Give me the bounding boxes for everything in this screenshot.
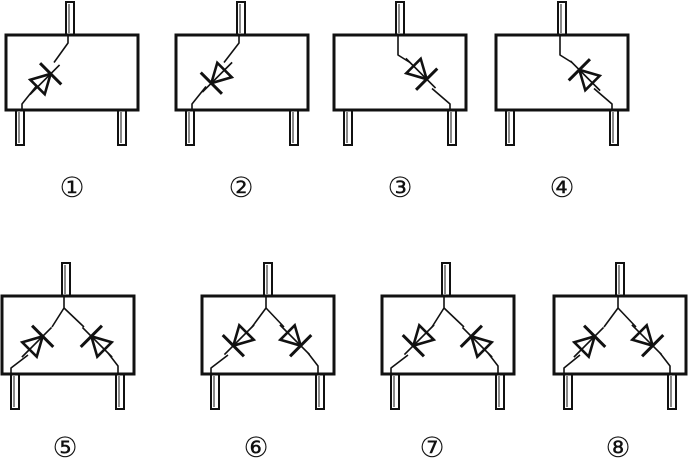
- package-label: ②: [228, 171, 254, 204]
- package-6: [200, 262, 336, 410]
- package-7: [380, 262, 516, 410]
- bottom-left-lead: [15, 109, 25, 146]
- wire-in: [397, 35, 411, 64]
- package-body: [380, 294, 516, 376]
- bottom-left-lead: [343, 109, 353, 146]
- wire-in: [191, 86, 207, 110]
- diode-left: [221, 322, 257, 358]
- diode-axis-line: [29, 64, 61, 96]
- wire-right: [307, 352, 319, 374]
- diode-left: [571, 324, 607, 360]
- diode-axis-line: [631, 324, 663, 356]
- bottom-left-lead: [390, 373, 400, 410]
- wire-right-top: [617, 307, 637, 328]
- top-lead: [557, 1, 567, 36]
- diode-axis-line: [405, 57, 437, 89]
- bottom-left-lead: [563, 373, 573, 410]
- bottom-right-lead: [315, 373, 325, 410]
- bottom-left-lead: [185, 109, 195, 146]
- diode-axis-line: [81, 326, 113, 358]
- bottom-right-lead: [289, 109, 299, 146]
- wire-out: [431, 87, 451, 110]
- diode-left: [401, 322, 437, 358]
- wire-left: [563, 354, 581, 374]
- package-1: [4, 1, 140, 146]
- diode-axis-line: [403, 324, 435, 356]
- package-label: ⑥: [243, 431, 269, 464]
- package-label: ⑧: [605, 431, 631, 464]
- wire-left: [210, 354, 229, 374]
- package-body: [0, 294, 136, 376]
- wire-out: [53, 35, 69, 63]
- diode-right: [79, 324, 115, 360]
- wire-right-top: [443, 307, 465, 328]
- diode-axis-line: [21, 326, 53, 358]
- wire-in: [559, 35, 573, 64]
- bottom-right-lead: [447, 109, 457, 146]
- top-lead: [395, 1, 405, 36]
- top-lead: [65, 1, 75, 36]
- bottom-right-lead: [115, 373, 125, 410]
- package-label: ①: [59, 171, 85, 204]
- diode-axis-line: [223, 324, 255, 356]
- diode: [403, 56, 439, 91]
- package-5: [0, 262, 136, 410]
- top-lead: [236, 1, 246, 36]
- diode-right: [629, 322, 665, 358]
- package-label: ④: [549, 171, 575, 204]
- diode-axis-line: [569, 60, 601, 92]
- diode: [567, 58, 603, 93]
- wire-out: [593, 87, 613, 110]
- diode-axis-line: [279, 324, 311, 356]
- wire-right-top: [63, 307, 85, 328]
- bottom-right-lead: [495, 373, 505, 410]
- diode-right: [459, 324, 495, 360]
- wire-out: [223, 35, 240, 63]
- diode-right: [277, 322, 313, 358]
- diode: [27, 62, 63, 97]
- package-3: [332, 1, 468, 146]
- diode-axis-line: [573, 326, 605, 358]
- wire-left: [10, 354, 29, 374]
- diode-axis-line: [461, 326, 493, 358]
- diode-left: [19, 324, 55, 360]
- bottom-left-lead: [505, 109, 515, 146]
- wire-left: [390, 354, 409, 374]
- package-2: [174, 1, 310, 146]
- wire-right-top: [265, 307, 285, 328]
- bottom-left-lead: [210, 373, 220, 410]
- bottom-right-lead: [117, 109, 127, 146]
- package-body: [494, 33, 630, 112]
- package-body: [332, 33, 468, 112]
- package-4: [494, 1, 630, 146]
- bottom-right-lead: [609, 109, 619, 146]
- top-lead: [263, 262, 273, 297]
- package-label: ⑤: [52, 431, 78, 464]
- diode: [199, 60, 235, 95]
- bottom-right-lead: [667, 373, 677, 410]
- diode-axis-line: [201, 61, 233, 93]
- top-lead: [615, 262, 625, 297]
- package-label: ⑦: [419, 431, 445, 464]
- package-label: ③: [387, 171, 413, 204]
- top-lead: [61, 262, 71, 297]
- wire-right: [659, 352, 671, 374]
- package-8: [552, 262, 688, 410]
- bottom-left-lead: [10, 373, 20, 410]
- top-lead: [441, 262, 451, 297]
- wire-left-top: [51, 296, 65, 328]
